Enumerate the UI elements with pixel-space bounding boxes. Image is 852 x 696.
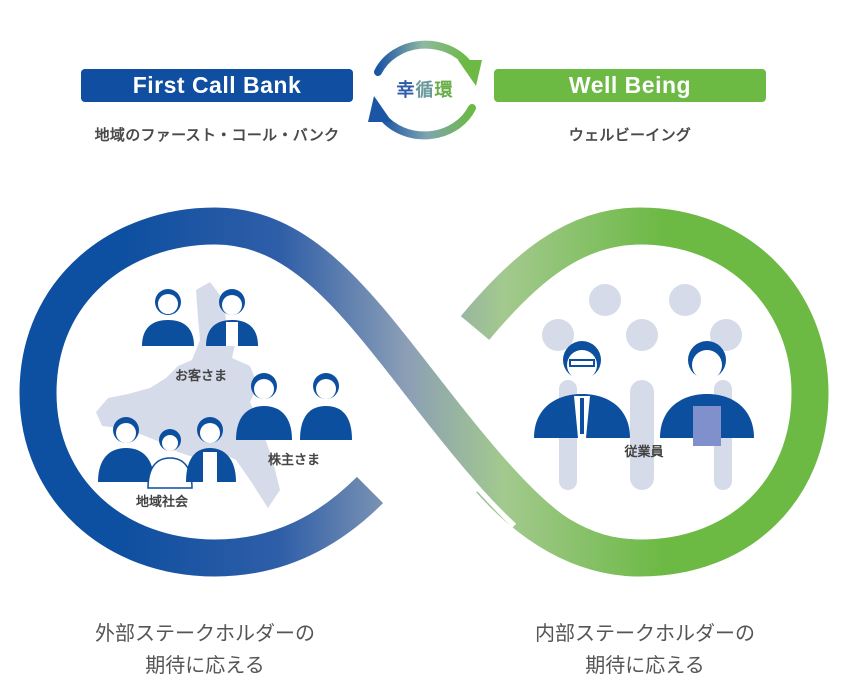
community-icon <box>98 417 236 489</box>
well-being-subtitle: ウェルビーイング <box>568 126 692 144</box>
external-stakeholders-caption: 外部ステークホルダーの 期待に応える <box>40 617 370 681</box>
bottom-arrow-arc <box>378 104 476 140</box>
left-loop-outer-band <box>19 207 384 577</box>
first-call-bank-banner: First Call Bank <box>81 69 353 102</box>
internal-stakeholders-caption: 内部ステークホルダーの 期待に応える <box>480 617 810 681</box>
top-arrow-arc <box>374 40 472 76</box>
community-label: 地域社会 <box>136 494 189 510</box>
cycle-char-2: 循 <box>415 80 435 101</box>
shareholders-icon <box>236 373 352 440</box>
employees-icon <box>534 341 754 446</box>
external-caption-line2: 期待に応える <box>145 653 265 677</box>
cycle-label: 幸循環 <box>360 76 490 102</box>
cycle-arrows-icon <box>368 40 482 140</box>
infinity-over-band <box>214 207 641 577</box>
cycle-char-3: 環 <box>434 80 454 101</box>
first-call-bank-title: First Call Bank <box>132 72 302 98</box>
well-being-title: Well Being <box>568 72 692 98</box>
internal-caption-line2: 期待に応える <box>585 653 705 677</box>
external-caption-line1: 外部ステークホルダーの <box>95 621 315 645</box>
customers-icon <box>142 289 258 346</box>
top-arrowhead <box>458 60 482 86</box>
employees-background-figures <box>542 284 742 490</box>
employees-label: 従業員 <box>623 444 663 460</box>
first-call-bank-subtitle: 地域のファースト・コール・バンク <box>94 126 340 144</box>
cycle-char-1: 幸 <box>396 80 416 101</box>
well-being-banner: Well Being <box>494 69 766 102</box>
bottom-arrowhead <box>368 96 392 122</box>
internal-caption-line1: 内部ステークホルダーの <box>535 621 755 645</box>
customers-label: お客さま <box>175 368 227 384</box>
infinity-diagram: お客さま 株主さま 地域社会 <box>19 201 829 577</box>
shareholders-label: 株主さま <box>268 452 320 468</box>
